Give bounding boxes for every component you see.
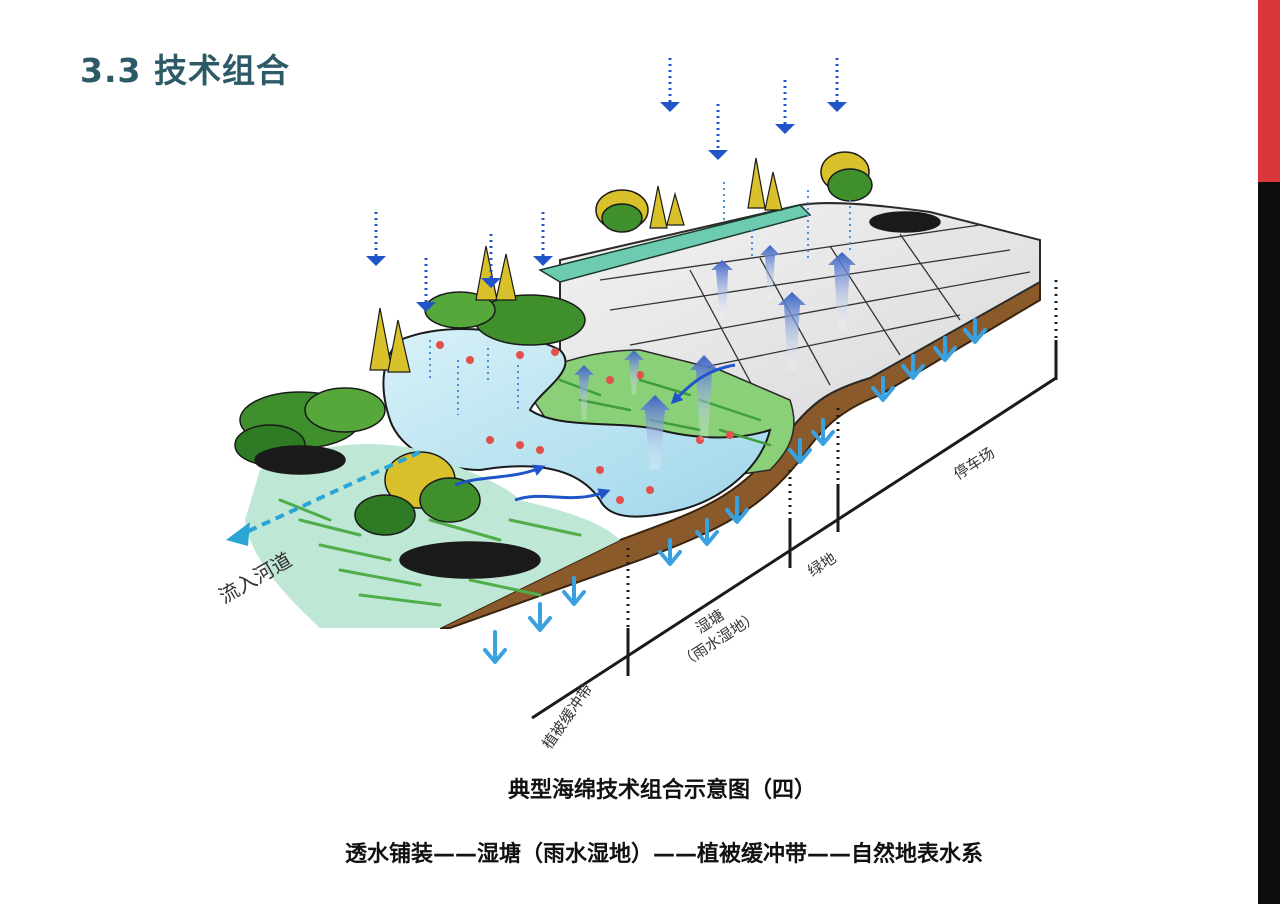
figure-caption: 典型海绵技术组合示意图（四） xyxy=(507,778,816,803)
tree-cluster-bottom xyxy=(354,451,541,579)
trees xyxy=(234,151,941,579)
rain-arrow-icon xyxy=(366,256,386,266)
flow-arrow-icon xyxy=(454,464,546,487)
tree-cluster-left xyxy=(234,387,386,475)
buffer-zone xyxy=(245,444,620,628)
infiltration-arrow-heads xyxy=(483,328,987,664)
infiltration-arrow-icon xyxy=(483,648,507,664)
zone-dividers xyxy=(626,280,1058,632)
tree-top-right xyxy=(820,151,941,233)
wetland-plants xyxy=(436,341,734,504)
rain-arrows xyxy=(374,58,839,302)
rain-arrow-heads xyxy=(366,102,847,312)
zone-label-greenland: 绿地 xyxy=(804,549,839,580)
zone-baseline xyxy=(531,340,1058,720)
tree-top-middle xyxy=(595,189,649,233)
side-bar-accent xyxy=(1258,0,1280,182)
flow-arrows xyxy=(454,363,736,502)
percolation-lines xyxy=(429,182,851,415)
green-strip xyxy=(538,204,812,283)
side-bar xyxy=(1258,0,1280,904)
zone-label-buffer: 植被缓冲带 xyxy=(539,681,597,753)
upward-flow-arrows xyxy=(574,245,856,470)
tree-cluster-center xyxy=(424,291,586,346)
outflow-arrow-head xyxy=(226,522,250,546)
zone-label-parking: 停车场 xyxy=(950,444,998,484)
infiltration-arrows xyxy=(493,318,977,660)
conifers xyxy=(369,157,783,373)
outflow-arrow xyxy=(239,450,421,537)
page-title: 3.3 技术组合 xyxy=(80,51,290,90)
technique-sequence: 透水铺装——湿塘（雨水湿地）——植被缓冲带——自然地表水系 xyxy=(344,842,983,867)
